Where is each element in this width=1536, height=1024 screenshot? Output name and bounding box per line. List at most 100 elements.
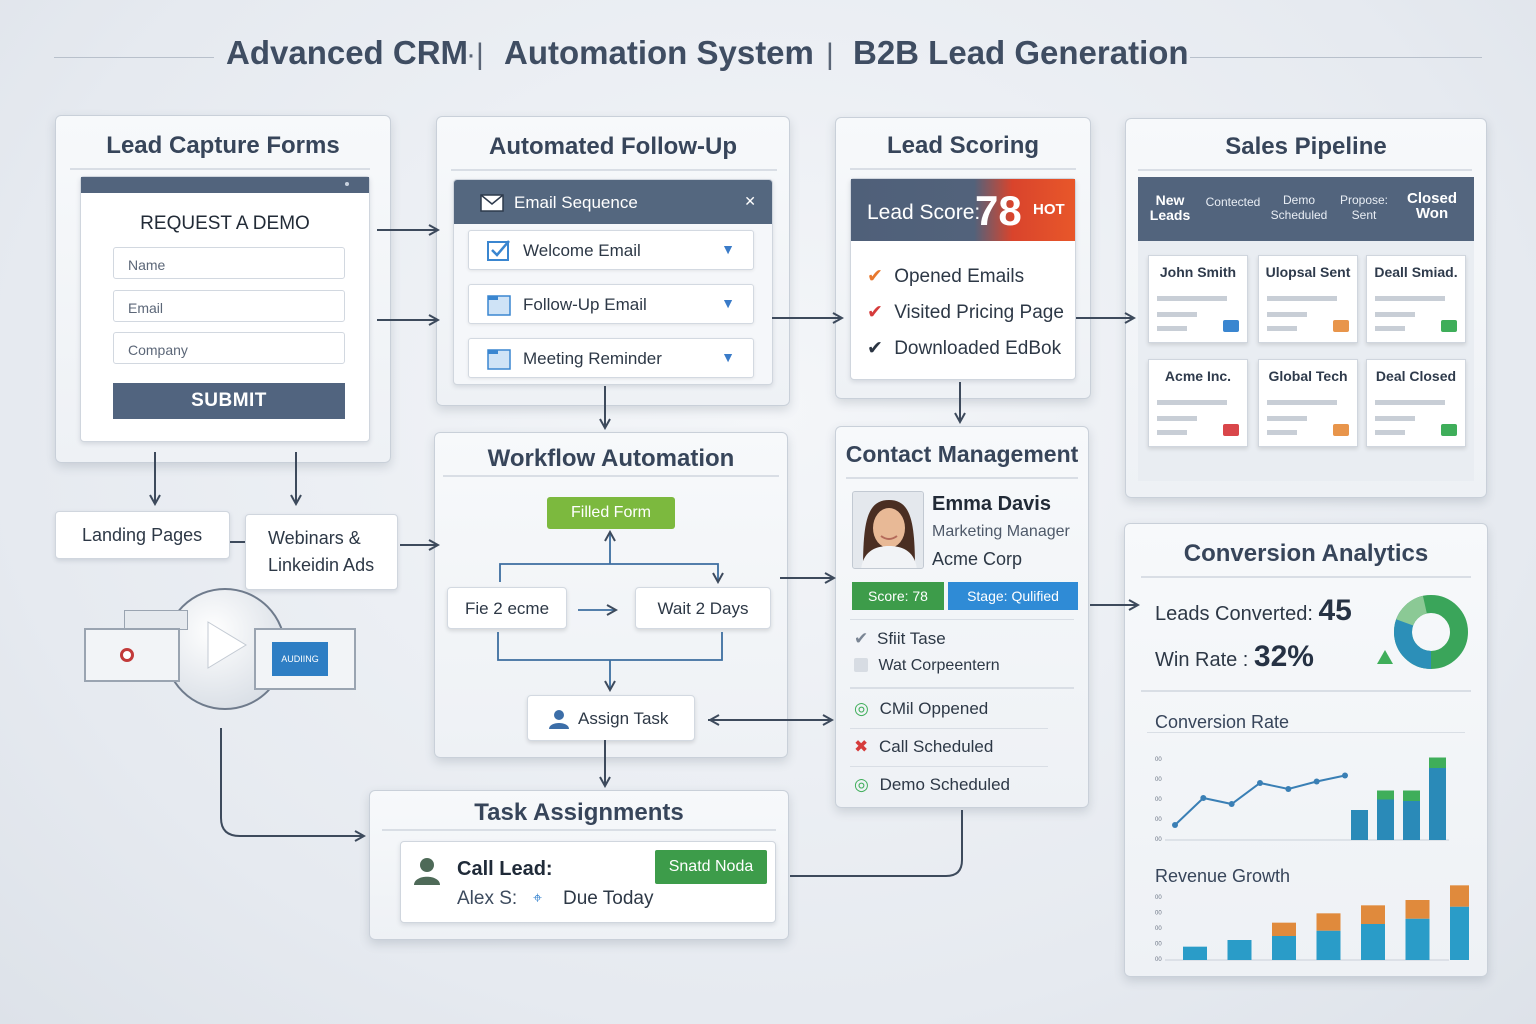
- record-icon: [120, 648, 134, 662]
- leads-converted-stat: Leads Converted: 45: [1155, 594, 1352, 627]
- workflow-title: Workflow Automation: [487, 445, 735, 472]
- stage-closed-won[interactable]: Closed Won: [1406, 190, 1457, 222]
- check-circle-icon: ◎: [854, 775, 869, 794]
- activity-item: ◎ Demo Scheduled: [854, 775, 1010, 794]
- stage-demo-scheduled[interactable]: Demo Scheduled: [1270, 193, 1328, 222]
- contact-panel: Contact Management Emma Davis Marketing …: [835, 426, 1089, 808]
- score-item-opened-emails: ✔ Opened Emails: [867, 266, 1025, 287]
- record-window-icon: [84, 628, 180, 682]
- checkbox-icon: [854, 658, 868, 672]
- play-icon: [207, 621, 247, 669]
- deal-card[interactable]: Acme Inc.: [1148, 359, 1248, 447]
- stage-badge: Stage: Qulified: [948, 582, 1078, 610]
- activity-item: ✖ Call Scheduled: [854, 737, 994, 756]
- deal-status-chip: [1441, 424, 1457, 436]
- email-sequence-card: Email Sequence ✕ Welcome Email ▼ Follow-…: [453, 179, 773, 385]
- bar: [1272, 936, 1296, 960]
- data-point: [1200, 795, 1207, 801]
- bar: [1405, 900, 1430, 919]
- task-title: Call Lead:: [457, 858, 553, 880]
- stage-new-leads[interactable]: New Leads: [1149, 192, 1191, 223]
- deal-card[interactable]: Ulopsal Sent: [1258, 255, 1358, 343]
- deal-status-chip: [1223, 424, 1239, 436]
- bar: [1361, 905, 1385, 924]
- deal-card[interactable]: Deall Smiad.: [1366, 255, 1466, 343]
- demo-form-card: REQUEST A DEMO Name Email Company SUBMIT: [80, 176, 370, 442]
- activity-item: ◎ CMil Oppened: [854, 699, 989, 718]
- email-item-welcome[interactable]: Welcome Email ▼: [468, 230, 754, 270]
- company-field[interactable]: Company: [113, 332, 345, 364]
- bar: [1429, 757, 1446, 768]
- lead-capture-title: Lead Capture Forms: [106, 132, 340, 159]
- sales-pipeline-panel: Sales Pipeline New Leads Contected Demo …: [1125, 118, 1487, 498]
- close-icon[interactable]: ✕: [744, 193, 756, 209]
- form-title-bar: [81, 177, 369, 193]
- assign-task-button[interactable]: Assign Task: [527, 695, 695, 741]
- webinars-card[interactable]: Webinars & Linkeidin Ads: [245, 514, 398, 590]
- window-icon: [124, 610, 188, 630]
- flow-step-left[interactable]: Fie 2 ecme: [447, 587, 567, 629]
- task-assignee: Alex S:: [457, 888, 518, 909]
- stage-contacted[interactable]: Contected: [1205, 195, 1261, 209]
- task-due: Due Today: [563, 888, 654, 909]
- chevron-down-icon[interactable]: ▼: [721, 241, 735, 257]
- name-field[interactable]: Name: [113, 247, 345, 279]
- bar: [1351, 810, 1368, 840]
- bar: [1316, 913, 1341, 931]
- ad-window-icon: AUDIING: [254, 628, 356, 690]
- submit-button[interactable]: SUBMIT: [113, 383, 345, 419]
- task-item[interactable]: Wat Corpeentern: [854, 657, 1000, 675]
- revenue-growth-title: Revenue Growth: [1155, 866, 1291, 886]
- bar: [1429, 768, 1446, 840]
- folder-icon: [487, 348, 511, 375]
- deal-card[interactable]: John Smith: [1148, 255, 1248, 343]
- deal-card[interactable]: Global Tech: [1258, 359, 1358, 447]
- followup-title: Automated Follow-Up: [489, 133, 737, 160]
- bar: [1377, 799, 1394, 840]
- stage-proposal-sent[interactable]: Propose: Sent: [1339, 193, 1389, 222]
- followup-panel: Automated Follow-Up Email Sequence ✕ Wel…: [436, 116, 790, 406]
- avatar: [852, 491, 924, 569]
- deal-status-chip: [1223, 320, 1239, 332]
- lead-score-card: Lead Score: 78 HOT ✔ Opened Emails ✔ Vis…: [850, 178, 1076, 380]
- deal-status-chip: [1333, 424, 1349, 436]
- flow-step-wait[interactable]: Wait 2 Days: [635, 587, 771, 629]
- folder-icon: [487, 294, 511, 321]
- chevron-down-icon[interactable]: ▼: [721, 295, 735, 311]
- header-title-b2b: B2B Lead Generation: [853, 34, 1189, 71]
- deal-card[interactable]: Deal Closed: [1366, 359, 1466, 447]
- task-action-button[interactable]: Snatd Noda: [655, 850, 767, 884]
- contact-role: Marketing Manager: [932, 523, 1070, 540]
- user-icon: [413, 856, 441, 891]
- header-rule-left: [54, 57, 214, 58]
- bar: [1405, 918, 1430, 960]
- axis-tick-label: 00: [1155, 926, 1162, 932]
- task-card[interactable]: Call Lead: Alex S: ⌖ Due Today Snatd Nod…: [400, 841, 776, 923]
- analytics-title: Conversion Analytics: [1183, 540, 1429, 567]
- data-point: [1257, 780, 1263, 786]
- hot-badge: HOT: [1033, 201, 1065, 218]
- bar: [1403, 790, 1420, 801]
- landing-pages-card[interactable]: Landing Pages: [55, 511, 230, 559]
- lead-score-label: Lead Score:: [867, 201, 981, 224]
- axis-tick-label: 00: [1155, 817, 1162, 823]
- score-item-ebook: ✔ Downloaded EdBok: [867, 338, 1062, 359]
- trigger-filled-form[interactable]: Filled Form: [547, 497, 675, 529]
- panel-rule: [850, 168, 1076, 170]
- email-field[interactable]: Email: [113, 290, 345, 322]
- user-icon: [548, 708, 570, 735]
- analytics-panel: Conversion Analytics Leads Converted: 45…: [1124, 523, 1488, 977]
- email-item-meeting[interactable]: Meeting Reminder ▼: [468, 338, 754, 378]
- contact-company: Acme Corp: [932, 549, 1023, 569]
- axis-tick-label: 00: [1155, 942, 1162, 948]
- data-point: [1313, 778, 1320, 785]
- axis-tick-label: 00: [1155, 895, 1162, 901]
- ad-badge: AUDIING: [272, 642, 328, 676]
- task-item[interactable]: ✔ Sfiit Tase: [854, 629, 946, 648]
- panel-rule: [850, 728, 1048, 729]
- email-item-followup[interactable]: Follow-Up Email ▼: [468, 284, 754, 324]
- bar: [1183, 946, 1207, 960]
- bar: [1272, 922, 1296, 936]
- landing-pages-label: Landing Pages: [82, 525, 203, 545]
- chevron-down-icon[interactable]: ▼: [721, 349, 735, 365]
